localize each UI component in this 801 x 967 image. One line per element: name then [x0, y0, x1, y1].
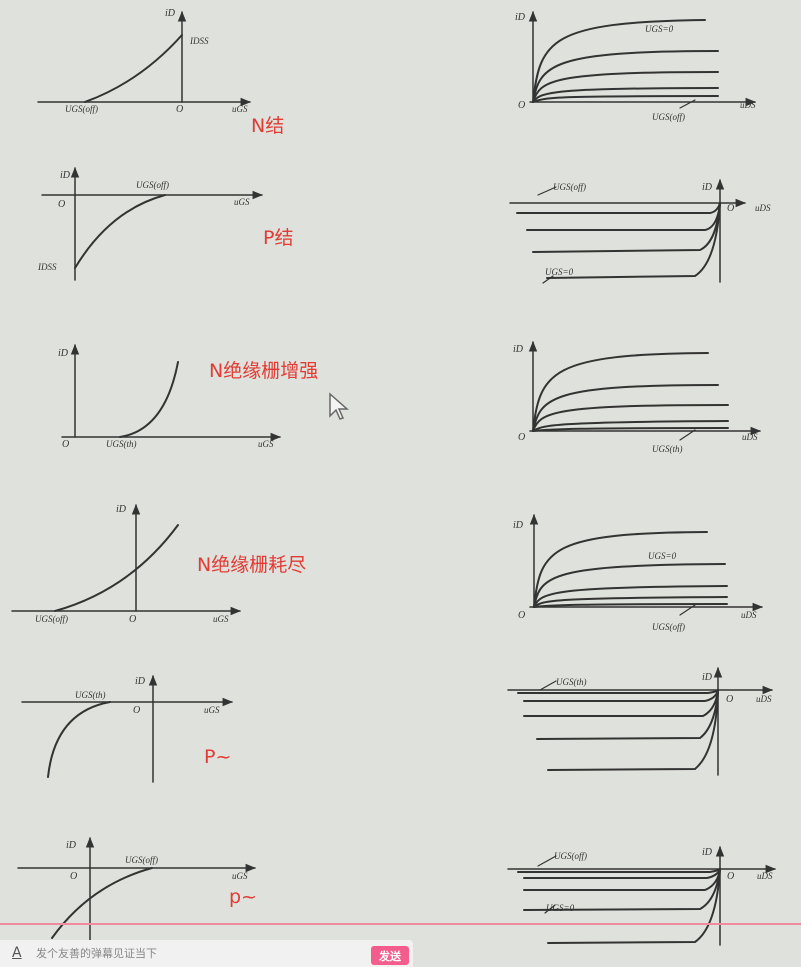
output-curves-p-depletion [507, 845, 777, 946]
label-ugs-off: UGS(off) [652, 112, 685, 122]
origin-label: O [58, 199, 65, 210]
transfer-curve-n-junction [37, 10, 252, 107]
label-ugs-th: UGS(th) [652, 444, 683, 454]
label-ugs-zero: UGS=0 [648, 551, 677, 561]
annotation-n-enhancement: N绝缘栅增强 [209, 360, 319, 382]
label-ugs-off: UGS(off) [553, 182, 586, 192]
axis-label-uds: uDS [756, 694, 772, 704]
origin-label: O [129, 614, 136, 625]
annotation-n-junction: N结 [251, 115, 285, 137]
origin-label: O [70, 871, 77, 882]
label-idss: IDSS [37, 262, 57, 272]
label-ugs-off: UGS(off) [65, 104, 98, 114]
output-curves-p-junction [509, 178, 747, 284]
origin-label: O [518, 610, 525, 621]
origin-label: O [727, 871, 734, 882]
label-ugs-th: UGS(th) [75, 690, 106, 700]
axis-label-id: iD [116, 504, 127, 515]
axis-label-ugs: uGS [232, 871, 248, 881]
axis-label-ugs: uGS [232, 104, 248, 114]
axis-label-id: iD [702, 672, 713, 683]
danmaku-settings-icon[interactable]: A [12, 945, 22, 961]
output-curves-p-enhancement [507, 666, 774, 776]
axis-label-id: iD [66, 840, 77, 851]
origin-label: O [133, 705, 140, 716]
label-ugs-th: UGS(th) [106, 439, 137, 449]
annotation-p-enhancement: P~ [204, 746, 232, 768]
axis-label-uds: uDS [741, 610, 757, 620]
axis-label-ugs: uGS [213, 614, 229, 624]
label-ugs-off: UGS(off) [35, 614, 68, 624]
output-curves-n-enhancement [528, 340, 762, 441]
origin-label: O [726, 694, 733, 705]
axis-label-id: iD [58, 348, 69, 359]
label-ugs-zero: UGS=0 [645, 24, 674, 34]
label-ugs-zero: UGS=0 [546, 903, 575, 913]
axis-label-uds: uDS [740, 100, 756, 110]
axis-label-id: iD [702, 847, 713, 858]
axis-label-id: iD [513, 520, 524, 531]
danmaku-input[interactable] [36, 944, 356, 963]
axis-label-id: iD [60, 170, 71, 181]
axis-label-uds: uDS [742, 432, 758, 442]
axis-label-id: iD [165, 8, 176, 19]
origin-label: O [62, 439, 69, 450]
transfer-curve-n-depletion [11, 503, 242, 616]
axis-label-id: iD [515, 12, 526, 23]
label-ugs-off: UGS(off) [652, 622, 685, 632]
axis-label-ugs: uGS [258, 439, 274, 449]
axis-label-id: iD [702, 182, 713, 193]
axis-label-ugs: uGS [204, 705, 220, 715]
axis-label-uds: uDS [757, 871, 773, 881]
output-curves-n-junction [528, 10, 757, 109]
mouse-cursor-icon [329, 392, 349, 420]
axis-label-id: iD [135, 676, 146, 687]
origin-label: O [727, 203, 734, 214]
origin-label: O [518, 432, 525, 443]
transfer-curve-n-enhancement [61, 343, 282, 442]
transfer-curve-p-junction [41, 166, 264, 281]
label-ugs-off: UGS(off) [136, 180, 169, 190]
origin-label: O [176, 104, 183, 115]
origin-label: O [518, 100, 525, 111]
annotation-n-depletion: N绝缘栅耗尽 [197, 554, 307, 576]
label-ugs-zero: UGS=0 [545, 267, 574, 277]
video-progress-line [0, 923, 801, 925]
label-ugs-off: UGS(off) [554, 851, 587, 861]
annotation-p-junction: P结 [263, 227, 294, 249]
danmaku-bar: A 发送 [0, 940, 413, 967]
label-ugs-off: UGS(off) [125, 855, 158, 865]
transfer-curve-p-enhancement [21, 674, 234, 783]
send-button[interactable]: 发送 [371, 946, 409, 965]
label-idss: IDSS [189, 36, 209, 46]
axis-label-uds: uDS [755, 203, 771, 213]
axis-label-ugs: uGS [234, 197, 250, 207]
axis-label-id: iD [513, 344, 524, 355]
annotation-p-depletion: p~ [229, 886, 257, 908]
output-curves-n-depletion [529, 513, 764, 616]
label-ugs-th: UGS(th) [556, 677, 587, 687]
transfer-curve-p-depletion [17, 836, 257, 946]
